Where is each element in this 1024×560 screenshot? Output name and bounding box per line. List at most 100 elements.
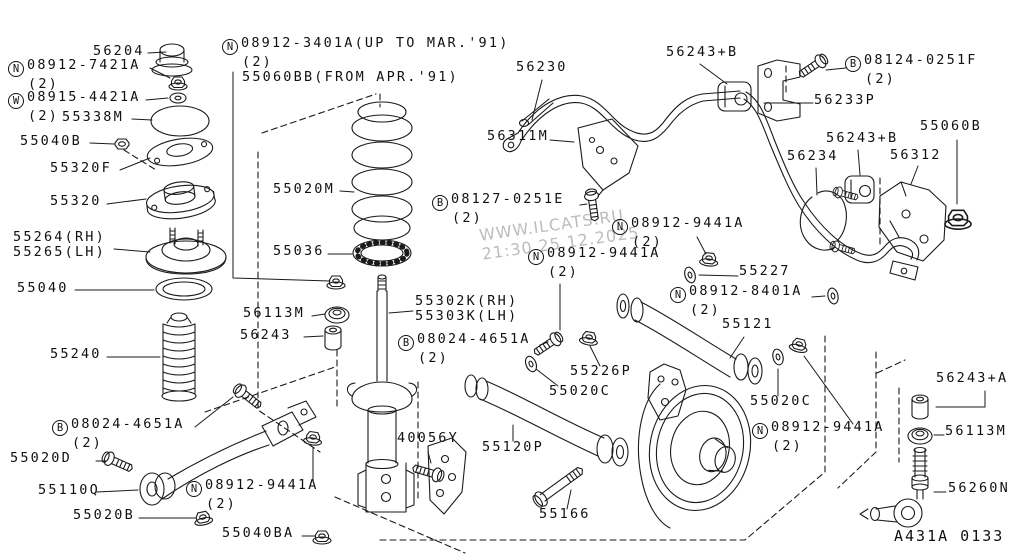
upper-lateral-link-drawing: [616, 293, 763, 385]
part-number-text: 55240: [50, 346, 102, 362]
prefix-N-circle-icon: N: [612, 219, 628, 235]
coil-spring-drawing: [351, 101, 413, 241]
part-label-55036: 55036: [273, 244, 325, 259]
part-label-55020D: 55020D: [10, 451, 72, 466]
prefix-N-circle-icon: N: [528, 249, 544, 265]
part-number-text: 56260N: [948, 480, 1010, 496]
part-label-55121: 55121: [722, 317, 774, 332]
part-number-text: (2): [865, 71, 896, 87]
part-number-text: 55020D: [10, 450, 72, 466]
part-number-text: 56233P: [814, 92, 876, 108]
part-label-56113M-left: 56113M: [243, 306, 305, 321]
part-number-text: 55040: [17, 280, 69, 296]
part-number-text: (2): [28, 76, 59, 92]
part-label-55227: 55227: [739, 264, 791, 279]
part-number-text: 55265(LH): [13, 244, 106, 260]
part-number-value: 08912-9441A: [547, 245, 661, 261]
knuckle-bracket-drawing: [427, 437, 467, 515]
part-number-text: 40056Y: [397, 430, 459, 446]
part-number-text: (2): [632, 234, 663, 250]
part-number-text: 55110Q: [38, 482, 100, 498]
part-number-text: 55120P: [482, 439, 544, 455]
part-number-text: 56113M: [945, 423, 1007, 439]
part-label-55240: 55240: [50, 347, 102, 362]
part-number-text: (2): [772, 438, 803, 454]
part-number-text: 56243+A: [936, 370, 1009, 386]
part-label-40056Y: 40056Y: [397, 431, 459, 446]
part-label-56204: 56204: [93, 44, 145, 59]
part-number-text: 55040BA: [222, 525, 295, 541]
prefix-B-circle-icon: B: [398, 335, 414, 351]
part-number-text: 56234: [787, 148, 839, 164]
part-label-55060B: 55060B: [920, 119, 982, 134]
part-label-55320F: 55320F: [50, 161, 112, 176]
prefix-N-circle-icon: N: [670, 287, 686, 303]
part-number-value: 08912-7421A: [27, 57, 141, 73]
part-number-value: 08912-9441A: [771, 419, 885, 435]
part-number-text: (2): [206, 496, 237, 512]
part-label-55020C-left: 55020C: [549, 384, 611, 399]
prefix-N-circle-icon: N: [222, 39, 238, 55]
part-number-value: 08912-3401A(UP TO MAR.'91): [241, 35, 510, 51]
part-number-value: 08024-4651A: [417, 331, 531, 347]
part-label-56230: 56230: [516, 60, 568, 75]
strut-mount-stack-drawing: [114, 43, 227, 402]
part-label-55040BA: 55040BA: [222, 526, 294, 541]
prefix-N-circle-icon: N: [186, 481, 202, 497]
part-label-56312: 56312: [890, 148, 942, 163]
part-number-text: 55166: [539, 506, 591, 522]
part-number-text: 55227: [739, 263, 791, 279]
part-number-text: (2): [690, 302, 721, 318]
part-label-56233P: 56233P: [814, 93, 876, 108]
spring-seat-rubber-drawing: [352, 239, 412, 267]
part-number-text: 55121: [722, 316, 774, 332]
part-number-text: (2): [452, 210, 483, 226]
part-label-55302K-55303K: 55302K(RH)55303K(LH): [415, 294, 518, 324]
part-label-56311M: 56311M: [487, 129, 549, 144]
part-label-55020M: 55020M: [273, 182, 335, 197]
part-number-text: 55020C: [750, 393, 812, 409]
part-label-55040: 55040: [17, 281, 69, 296]
part-number-value: 08912-8401A: [689, 283, 803, 299]
part-number-text: (2): [72, 435, 103, 451]
diagram-code: A431A 0133: [894, 527, 1005, 545]
part-number-text: 56312: [890, 147, 942, 163]
part-number-text: 55020B: [73, 507, 135, 523]
leader-lines: [74, 51, 986, 537]
rear-lower-link-drawing: [464, 374, 629, 467]
part-label-55120P: 55120P: [482, 440, 544, 455]
front-lateral-link-drawing: [139, 400, 317, 506]
part-number-text: 55226P: [570, 363, 632, 379]
prefix-N-circle-icon: N: [8, 61, 24, 77]
part-number-text: 55320F: [50, 160, 112, 176]
part-number-text: 55338M: [62, 109, 124, 125]
part-number-text: (2): [418, 350, 449, 366]
part-label-55264-55265: 55264(RH)55265(LH): [13, 230, 106, 260]
part-number-text: 56311M: [487, 128, 549, 144]
stabilizer-link-drawing: [859, 446, 929, 528]
prefix-N-circle-icon: N: [752, 423, 768, 439]
part-label-56243B-right: 56243+B: [826, 131, 898, 146]
part-label-56113M-right: 56113M: [945, 424, 1007, 439]
part-number-text: 56204: [93, 43, 145, 59]
part-number-text: 56243: [240, 327, 292, 343]
part-label-55226P: 55226P: [570, 364, 632, 379]
